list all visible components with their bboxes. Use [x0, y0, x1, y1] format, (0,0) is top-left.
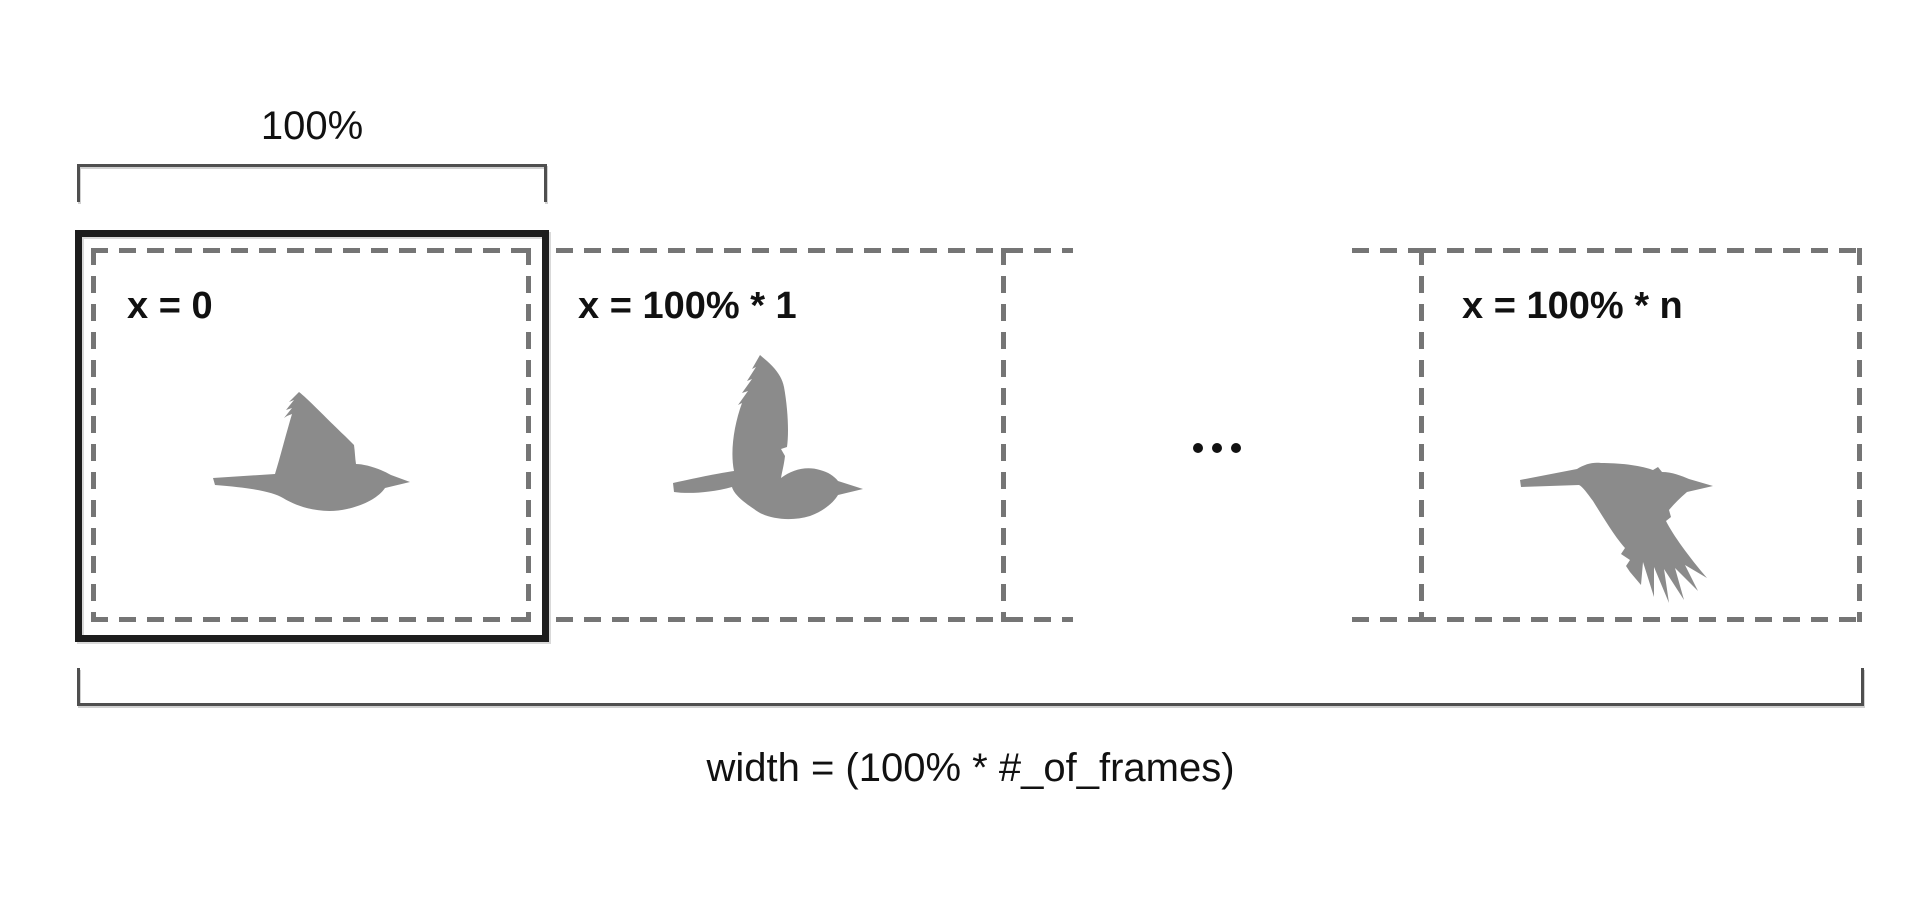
bird-wings-up-icon — [673, 355, 863, 520]
frame-n-offset-label: x = 100% * n — [1462, 285, 1683, 327]
frame-n-minus-1-bottom-edge-cut — [1352, 617, 1419, 622]
ellipsis-dot — [1193, 443, 1203, 453]
frame-2-top-edge-cut — [1006, 248, 1073, 253]
frame-2-bottom-edge-cut — [1006, 617, 1073, 622]
bottom-measure-bracket — [77, 668, 1864, 706]
viewport-box — [75, 230, 549, 642]
frame-1-offset-label: x = 100% * 1 — [578, 285, 797, 327]
ellipsis-dot — [1212, 443, 1222, 453]
top-measure-bracket — [77, 164, 547, 202]
frame-0-offset-label: x = 0 — [127, 285, 213, 327]
ellipsis-dot — [1231, 443, 1241, 453]
frame-n-minus-1-top-edge-cut — [1352, 248, 1419, 253]
total-width-formula-label: width = (100% * #_of_frames) — [706, 746, 1235, 790]
bird-wings-down-icon — [1520, 462, 1713, 603]
ellipsis: ... — [1193, 443, 1241, 453]
bird-mid-upstroke-icon — [213, 392, 410, 511]
single-frame-width-label: 100% — [260, 104, 364, 148]
